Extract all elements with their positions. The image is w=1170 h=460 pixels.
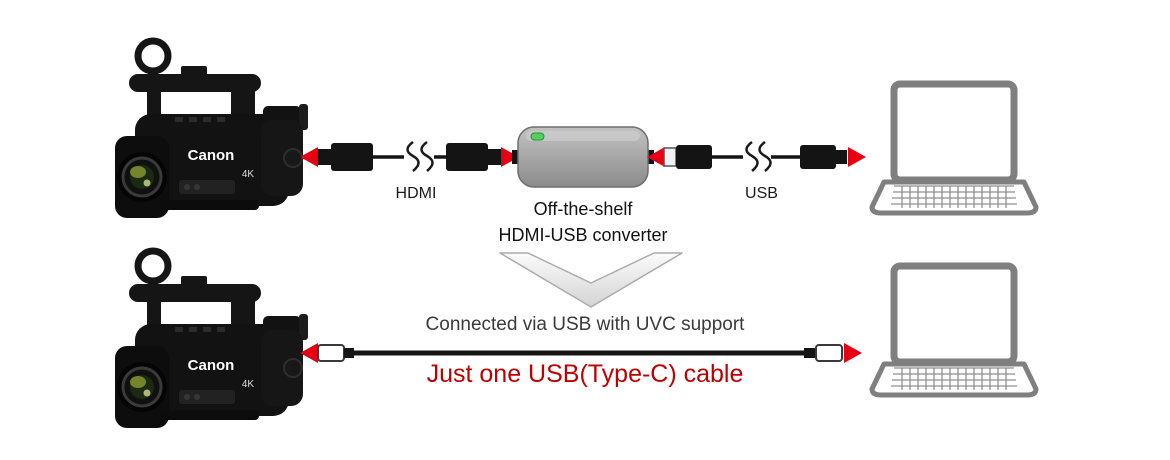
camcorder-top — [115, 41, 308, 218]
usb-plug-icon — [800, 145, 847, 169]
red-arrow-icon — [300, 343, 318, 363]
usb-cable-label: USB — [745, 185, 778, 202]
converter-caption-line1: Off-the-shelf — [533, 199, 633, 219]
converter-caption-line2: HDMI-USB converter — [498, 225, 668, 245]
hdmi-plug-icon — [446, 143, 501, 171]
converter-box — [512, 126, 654, 188]
hdmi-cable-label: HDMI — [395, 185, 437, 202]
red-arrow-icon — [647, 147, 665, 167]
usb-c-plug-icon — [317, 344, 354, 362]
led-indicator — [530, 132, 545, 141]
down-chevron-icon — [499, 252, 683, 308]
red-arrow-icon — [844, 343, 862, 363]
laptop-bottom — [872, 266, 1036, 395]
red-arrow-icon — [501, 147, 519, 167]
red-arrow-icon — [300, 147, 318, 167]
cable-break-icon — [743, 140, 772, 172]
red-arrow-icon — [848, 147, 866, 167]
usb-plug-icon — [663, 145, 712, 169]
cable-break-icon — [404, 140, 434, 172]
converter-caption: Off-the-shelf HDMI-USB converter — [448, 196, 718, 248]
highlight-caption: Just one USB(Type-C) cable — [426, 360, 744, 388]
usb-c-plug-icon — [804, 344, 843, 362]
camcorder-bottom — [115, 251, 308, 428]
uvc-caption: Connected via USB with UVC support — [425, 314, 745, 335]
laptop-top — [872, 84, 1036, 213]
hdmi-plug-icon — [318, 143, 373, 171]
